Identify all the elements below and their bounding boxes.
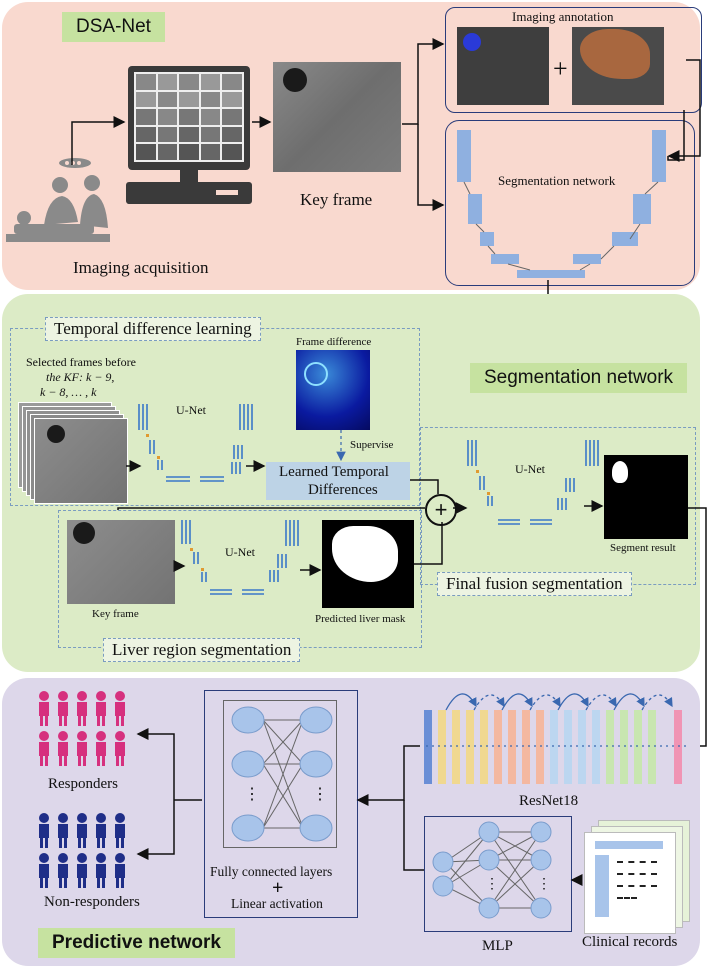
monitor-stand	[180, 170, 198, 182]
unet-right-label: U-Net	[515, 462, 545, 476]
mlp-dots-right: ⋮	[537, 877, 551, 892]
learned-temporal-line-2: Differences	[308, 482, 378, 498]
imaging-annotation-label: Imaging annotation	[512, 9, 614, 24]
key-frame-image	[273, 62, 401, 172]
dsa-net-title: DSA-Net	[62, 12, 165, 42]
fc-inner-frame	[223, 700, 337, 848]
resnet18-label: ResNet18	[519, 793, 579, 809]
liver-region-label: Liver region segmentation	[103, 638, 301, 662]
imaging-annotation-box	[445, 7, 702, 113]
final-fusion-box	[420, 427, 696, 585]
fc-layers-label: Fully connected layers	[210, 864, 333, 879]
segmentation-network-box	[445, 120, 695, 286]
non-responders-label: Non-responders	[44, 894, 140, 910]
responders-label: Responders	[48, 776, 118, 792]
predictive-network-title: Predictive network	[38, 928, 235, 958]
predicted-liver-mask-label: Predicted liver mask	[315, 613, 406, 625]
mlp-box	[424, 816, 572, 932]
mlp-label: MLP	[482, 938, 513, 954]
annotation-plus: +	[553, 54, 568, 83]
selected-frames-line-1: Selected frames before	[26, 355, 136, 369]
learned-temporal-box	[266, 462, 410, 500]
unet-top-label: U-Net	[176, 403, 206, 417]
frame-stack	[18, 402, 128, 506]
temporal-difference-label: Temporal difference learning	[45, 317, 261, 341]
supervise-label: Supervise	[350, 439, 394, 451]
annotation-image-liver	[572, 27, 664, 105]
key-frame-bottom-image	[67, 520, 175, 604]
clinical-records-doc	[584, 832, 676, 934]
learned-temporal-line-1: Learned Temporal	[279, 464, 389, 480]
fusion-plus-symbol: +	[434, 497, 448, 522]
fc-plus: +	[272, 877, 284, 899]
computer-base	[126, 182, 252, 204]
frame-difference-image	[296, 350, 370, 430]
final-fusion-label: Final fusion segmentation	[437, 572, 632, 596]
segmentation-network-inner-label: Segmentation network	[498, 173, 616, 188]
selected-frames-line-2: the KF: k − 9,	[46, 370, 115, 384]
selected-frames-line-3: k − 8, … , k	[40, 385, 97, 399]
linear-activation-label: Linear activation	[231, 896, 323, 911]
fc-dots-left: ⋮	[244, 786, 260, 803]
key-frame-label: Key frame	[300, 190, 373, 209]
fusion-plus-circle: +	[425, 494, 457, 526]
key-frame-bottom-label: Key frame	[92, 608, 139, 620]
fc-dots-right: ⋮	[312, 786, 328, 803]
unet-bottom-label: U-Net	[225, 545, 255, 559]
mlp-dots-left: ⋮	[485, 877, 499, 892]
liver-region-box	[58, 510, 422, 648]
frame-grid	[134, 72, 244, 162]
predicted-liver-mask-image	[322, 520, 414, 608]
annotation-image-blue	[457, 27, 549, 105]
segment-result-label: Segment result	[610, 542, 676, 554]
monitor-icon	[128, 66, 250, 170]
segmentation-network-title: Segmentation network	[470, 363, 688, 393]
frame-difference-label: Frame difference	[296, 336, 372, 348]
clinical-records-label: Clinical records	[582, 934, 678, 950]
imaging-acquisition-label: Imaging acquisition	[73, 258, 209, 277]
segment-result-image	[604, 455, 688, 539]
